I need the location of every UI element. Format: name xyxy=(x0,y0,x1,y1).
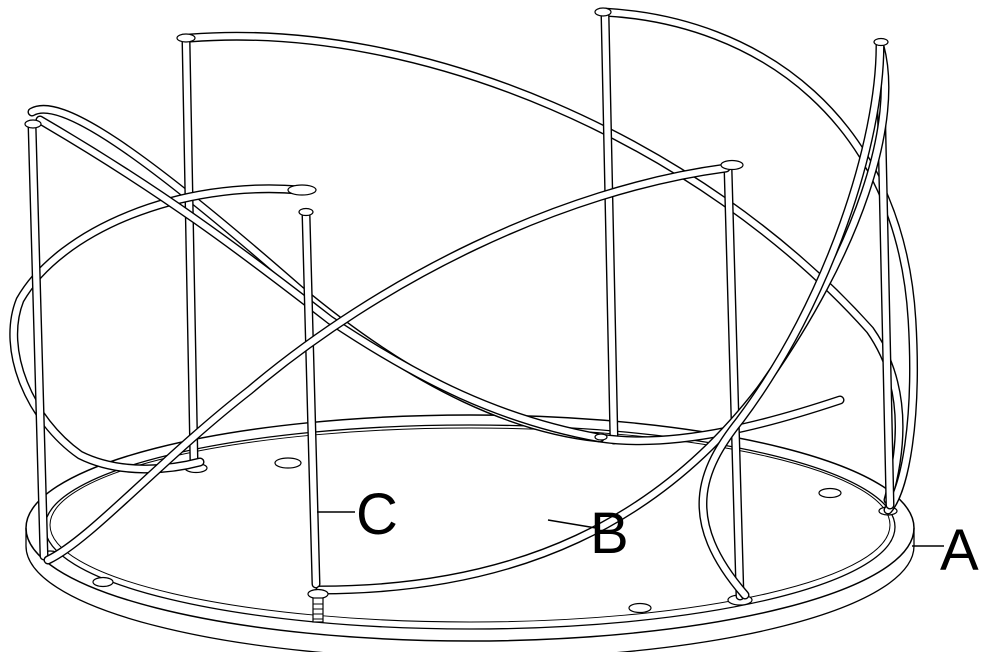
callout-a: A xyxy=(940,518,979,583)
bolt-icon xyxy=(307,588,329,623)
front-rails xyxy=(43,41,890,600)
callout-c: C xyxy=(356,482,398,547)
back-legs xyxy=(181,9,895,510)
front-legs xyxy=(27,119,745,601)
base-ring xyxy=(25,414,915,652)
callout-b: B xyxy=(590,501,629,566)
top-caps xyxy=(24,7,889,441)
leader-lines xyxy=(317,511,944,547)
